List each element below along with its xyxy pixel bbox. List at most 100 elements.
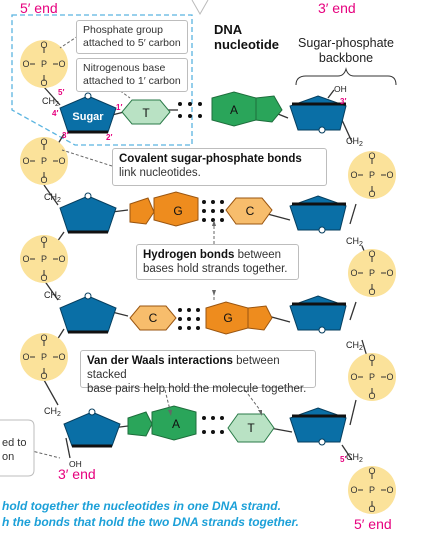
svg-text:1′: 1′ bbox=[116, 103, 122, 112]
svg-text:O: O bbox=[58, 352, 65, 362]
svg-text:O: O bbox=[40, 333, 47, 343]
oh-top-label: OH bbox=[334, 84, 347, 94]
right-sugars bbox=[84, 92, 347, 446]
sugar-2 bbox=[59, 195, 117, 233]
base-label-row3-right: G bbox=[223, 311, 232, 325]
svg-text:O: O bbox=[350, 268, 357, 278]
base-label-row4-right: T bbox=[247, 421, 255, 435]
svg-text:5′: 5′ bbox=[340, 455, 346, 464]
sugar-5 bbox=[289, 95, 347, 131]
svg-text:P: P bbox=[369, 170, 375, 180]
nucleotide-outline bbox=[11, 14, 193, 146]
end-label-5-bottom-right: 5′ end bbox=[354, 516, 392, 532]
svg-text:2′: 2′ bbox=[106, 133, 112, 142]
sugar-4 bbox=[63, 411, 121, 447]
svg-text:O: O bbox=[40, 78, 47, 88]
base-label-row1-right: A bbox=[230, 103, 238, 117]
base-row1-left bbox=[121, 99, 171, 125]
phosphate-letters: P O O O O P O O O O P O O O O P O O O O … bbox=[22, 40, 393, 514]
svg-text:O: O bbox=[368, 151, 375, 161]
svg-text:O: O bbox=[58, 156, 65, 166]
svg-text:P: P bbox=[41, 254, 47, 264]
base-row3-left bbox=[129, 305, 177, 331]
sugar-label: Sugar bbox=[72, 111, 104, 123]
end-label-3-bottom-left: 3′ end bbox=[58, 466, 96, 482]
base-row3-right bbox=[205, 301, 273, 335]
svg-text:P: P bbox=[41, 352, 47, 362]
nitrogenous-base-callout: Nitrogenous base attached to 1′ carbon bbox=[76, 58, 188, 92]
svg-text:O: O bbox=[386, 268, 393, 278]
svg-text:3′: 3′ bbox=[62, 131, 68, 140]
phosphate-group-callout: Phosphate group attached to 5′ carbon bbox=[76, 20, 188, 54]
sugar-phosphate-backbone-label: Sugar-phosphate backbone bbox=[298, 36, 394, 65]
svg-text:CH2: CH2 bbox=[44, 192, 61, 204]
svg-text:O: O bbox=[22, 254, 29, 264]
base-row4-left bbox=[127, 405, 197, 441]
svg-text:CH2: CH2 bbox=[346, 236, 363, 248]
svg-text:O: O bbox=[22, 156, 29, 166]
svg-text:O: O bbox=[368, 353, 375, 363]
base-label-row1-left: T bbox=[142, 106, 150, 120]
svg-text:O: O bbox=[386, 170, 393, 180]
svg-text:P: P bbox=[369, 268, 375, 278]
svg-text:CH2: CH2 bbox=[44, 406, 61, 418]
svg-text:5′: 5′ bbox=[58, 88, 64, 97]
svg-text:P: P bbox=[41, 156, 47, 166]
end-label-3-top-right: 3′ end bbox=[318, 0, 356, 16]
prime-labels: 5′ 4′ 3′ 2′ 1′ 3′ 5′ bbox=[52, 88, 346, 464]
sugar-6 bbox=[289, 195, 347, 231]
svg-text:P: P bbox=[41, 59, 47, 69]
svg-text:O: O bbox=[40, 175, 47, 185]
svg-text:O: O bbox=[40, 40, 47, 50]
svg-text:CH2: CH2 bbox=[42, 96, 59, 108]
left-partial-box bbox=[0, 419, 35, 477]
svg-text:O: O bbox=[368, 504, 375, 514]
base-row2-left bbox=[129, 191, 199, 227]
left-partial-box-text: ed to on bbox=[2, 437, 27, 463]
svg-text:O: O bbox=[58, 254, 65, 264]
svg-text:O: O bbox=[40, 235, 47, 245]
svg-text:O: O bbox=[386, 372, 393, 382]
base-label-row4-left: A bbox=[172, 417, 180, 431]
sugar-7 bbox=[289, 295, 347, 331]
backbone-brace bbox=[295, 67, 397, 86]
svg-text:O: O bbox=[368, 391, 375, 401]
svg-text:CH2: CH2 bbox=[44, 290, 61, 302]
left-sugars bbox=[59, 95, 121, 448]
ch2-labels: CH2 CH2 CH2 CH2 CH2 CH2 CH2 CH2 bbox=[42, 96, 363, 464]
base-row4-right bbox=[227, 413, 275, 443]
svg-text:O: O bbox=[368, 249, 375, 259]
base-label-row2-left: G bbox=[173, 204, 182, 218]
svg-text:O: O bbox=[368, 189, 375, 199]
oh-bottom-label: OH bbox=[69, 459, 82, 469]
svg-text:O: O bbox=[40, 273, 47, 283]
svg-text:O: O bbox=[350, 372, 357, 382]
base-row1-right bbox=[211, 91, 283, 127]
svg-text:O: O bbox=[22, 352, 29, 362]
svg-text:4′: 4′ bbox=[52, 109, 58, 118]
svg-text:O: O bbox=[40, 137, 47, 147]
svg-text:O: O bbox=[58, 59, 65, 69]
base-row2-right bbox=[225, 197, 273, 225]
svg-text:O: O bbox=[22, 59, 29, 69]
van-der-waals-callout: Van der Waals interactions between stack… bbox=[80, 350, 316, 395]
svg-text:CH2: CH2 bbox=[346, 340, 363, 352]
svg-text:O: O bbox=[368, 287, 375, 297]
svg-text:3′: 3′ bbox=[340, 97, 346, 106]
dna-nucleotide-label: DNA nucleotide bbox=[214, 22, 280, 52]
svg-text:O: O bbox=[368, 466, 375, 476]
sugar-3 bbox=[59, 295, 117, 333]
svg-text:O: O bbox=[386, 485, 393, 495]
svg-text:O: O bbox=[350, 170, 357, 180]
svg-text:CH2: CH2 bbox=[346, 452, 363, 464]
svg-text:CH2: CH2 bbox=[346, 136, 363, 148]
svg-text:P: P bbox=[369, 372, 375, 382]
sugar-8 bbox=[289, 407, 347, 443]
base-label-row3-left: C bbox=[149, 311, 158, 325]
hydrogen-bond-dots bbox=[178, 102, 224, 434]
base-label-row2-right: C bbox=[246, 204, 255, 218]
caption-line-1: hold together the nucleotides in one DNA… bbox=[2, 499, 281, 513]
svg-text:O: O bbox=[350, 485, 357, 495]
svg-text:O: O bbox=[40, 371, 47, 381]
